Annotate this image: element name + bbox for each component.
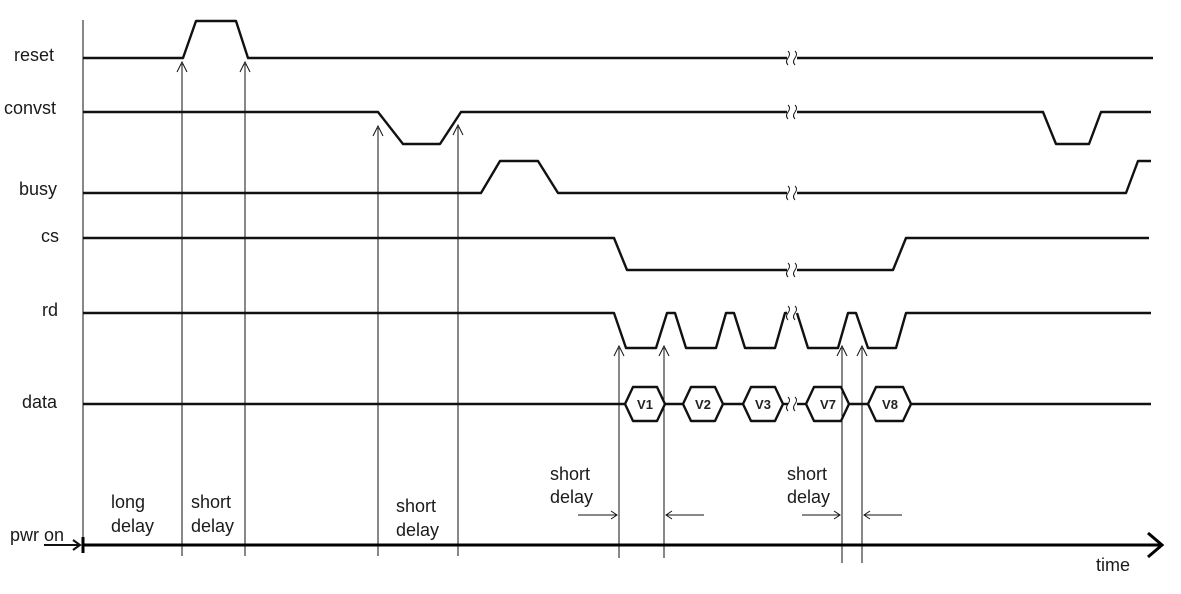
annotation-line: delay — [191, 516, 234, 536]
annotation-line: delay — [396, 520, 439, 540]
waveform-reset — [83, 19, 787, 60]
data-word-label: V2 — [695, 397, 711, 412]
annotation-line: short — [191, 492, 231, 512]
arrow-rd-first-fall — [613, 344, 625, 558]
waveform-convst-after-break — [797, 110, 1151, 146]
signal-label-cs: cs — [41, 226, 59, 246]
data-word-v7: V7 — [804, 385, 851, 423]
annotation-short-delay-convst: short delay — [396, 496, 439, 540]
annotation-long-delay: long delay — [111, 492, 154, 536]
arrow-rd-last-fall — [836, 344, 848, 563]
waveform-convst — [83, 110, 787, 146]
data-word-v1: V1 — [623, 385, 667, 423]
signal-label-convst: convst — [4, 98, 56, 118]
waveform-busy-after-break — [797, 159, 1151, 195]
annotation-short-delay-rd-first: short delay — [550, 464, 593, 507]
annotation-short-delay-reset: short delay — [191, 492, 234, 536]
pwr-on-label: pwr on — [10, 525, 64, 545]
annotation-line: short — [550, 464, 590, 484]
waveform-rd-after-break — [795, 311, 1151, 350]
annotation-short-delay-rd-last: short delay — [787, 464, 830, 507]
signal-label-data: data — [22, 392, 58, 412]
waveform-busy — [83, 159, 787, 195]
annotation-line: short — [396, 496, 436, 516]
annotation-line: long — [111, 492, 145, 512]
signal-label-reset: reset — [14, 45, 54, 65]
event-reference-arrows — [176, 60, 868, 563]
arrow-rd-last-rise — [856, 344, 868, 563]
arrow-convst-fall — [372, 124, 384, 556]
data-word-label: V3 — [755, 397, 771, 412]
arrow-reset-rise — [176, 60, 188, 556]
data-word-label: V7 — [820, 397, 836, 412]
delay-indicator-rd-last — [802, 510, 902, 520]
waveform-rd — [83, 311, 787, 350]
pwr-on-pointer-head — [72, 539, 82, 551]
time-label: time — [1096, 555, 1130, 575]
time-axis: pwr on time — [10, 525, 1165, 575]
data-word-v8: V8 — [866, 385, 913, 423]
annotation-line: delay — [550, 487, 593, 507]
waveform-cs — [83, 236, 787, 272]
annotation-line: short — [787, 464, 827, 484]
signal-label-busy: busy — [19, 179, 57, 199]
arrow-convst-rise — [452, 123, 464, 556]
annotation-line: delay — [787, 487, 830, 507]
time-break-marks — [786, 50, 797, 412]
arrow-rd-first-rise — [658, 344, 670, 558]
data-word-label: V8 — [882, 397, 898, 412]
data-word-v2: V2 — [681, 385, 725, 423]
waveform-cs-after-break — [797, 236, 1149, 272]
annotation-line: delay — [111, 516, 154, 536]
time-axis-arrowhead — [1147, 531, 1165, 559]
signal-label-rd: rd — [42, 300, 58, 320]
arrow-reset-fall — [239, 60, 251, 556]
data-word-v3: V3 — [741, 385, 785, 423]
delay-indicator-rd-first — [578, 510, 704, 520]
data-word-label: V1 — [637, 397, 653, 412]
